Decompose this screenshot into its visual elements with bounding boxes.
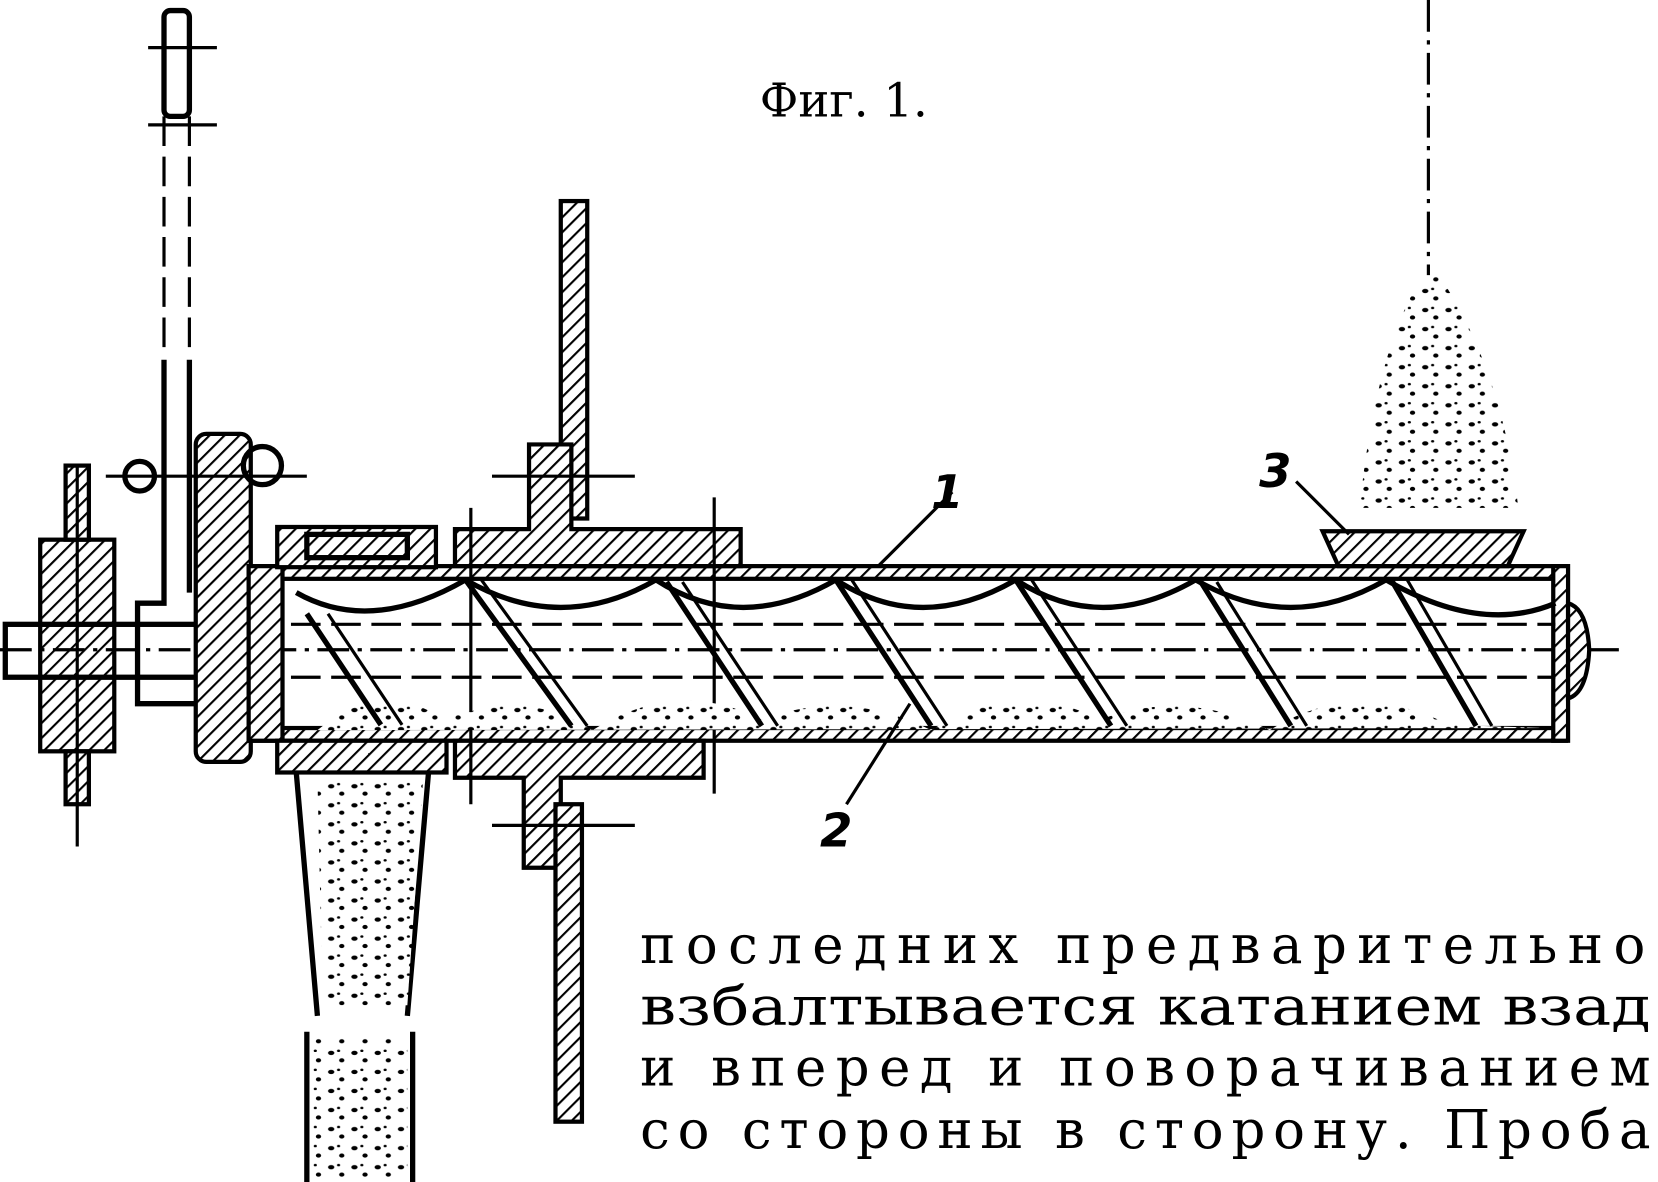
label-part-2: 2: [820, 804, 852, 858]
gear: [105, 431, 307, 765]
part-labels: 1 2 3: [820, 444, 1351, 858]
text-line-1: последних предварительно: [640, 915, 1645, 976]
text-line-4: со стороны в сторону. Проба: [640, 1100, 1650, 1161]
discharge-pipe: [293, 772, 432, 1182]
mounting-flange: [452, 198, 743, 1124]
feed-hopper: [1319, 0, 1527, 569]
figure-caption: Фиг. 1.: [760, 73, 928, 127]
text-line-3: и вперед и поворачиванием: [640, 1038, 1650, 1099]
label-part-3: 3: [1259, 444, 1291, 498]
lever: [134, 7, 217, 707]
auger-screw: [290, 576, 1557, 731]
housing-tube: [246, 524, 1592, 775]
body-text: последних предварительно взбалтывается к…: [640, 915, 1650, 1161]
text-line-2: взбалтывается катанием взад: [640, 976, 1650, 1037]
label-part-1: 1: [931, 465, 963, 519]
